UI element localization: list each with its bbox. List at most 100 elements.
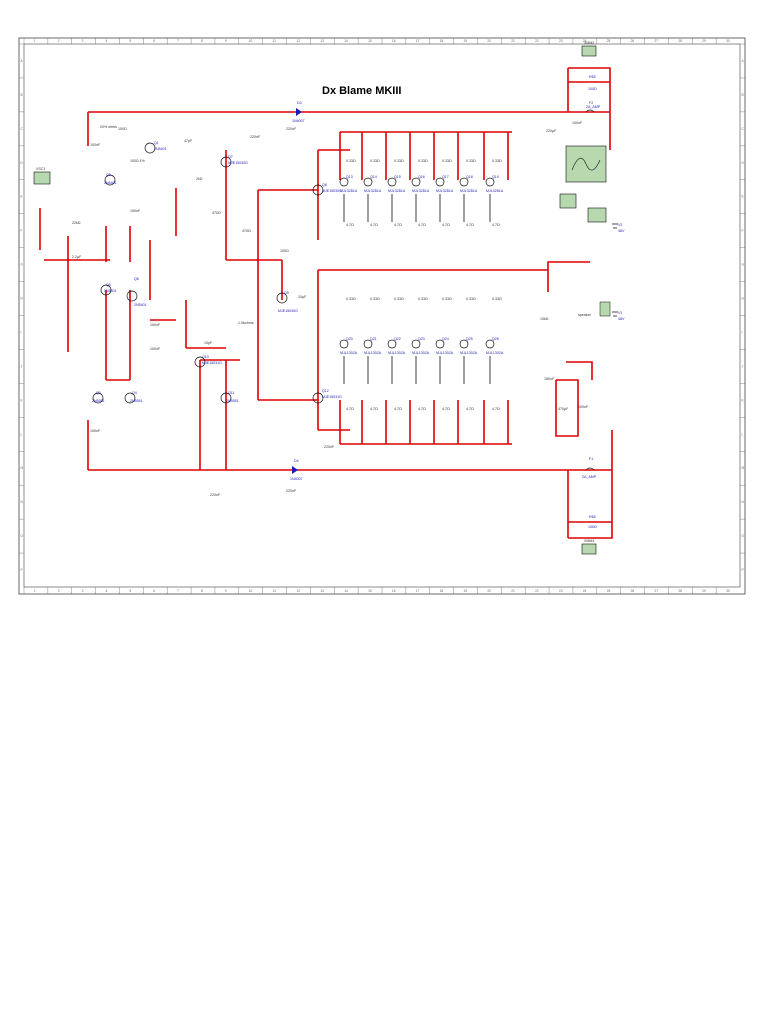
ruler-left-tick: N (21, 500, 24, 504)
svg-text:100nF: 100nF (578, 405, 589, 409)
top-fuse-loop (567, 67, 611, 112)
svg-text:XSC1: XSC1 (36, 167, 45, 171)
pnp-part-4: MJL1302A (436, 351, 454, 355)
ruler-top-tick: 3 (82, 39, 84, 43)
meter-instrument-2 (587, 207, 607, 223)
ruler-left-tick: M (21, 466, 24, 470)
pnp-transistor-4 (435, 339, 445, 349)
transistor-q5: Q5 2N5401 (100, 283, 117, 296)
ruler-right-tick: P (742, 568, 744, 572)
ruler-top-tick: 30 (726, 39, 730, 43)
ruler-left-tick: O (21, 534, 24, 538)
output-bus-bottom (339, 400, 512, 445)
svg-text:XMM4: XMM4 (584, 539, 594, 543)
pnp-part-6: MJL1302A (486, 351, 504, 355)
ruler-top-tick: 17 (416, 39, 420, 43)
ruler-bottom-tick: 26 (631, 589, 635, 593)
ruler-top-tick: 27 (654, 39, 658, 43)
diode-d4: D4 1N4007 (290, 459, 303, 481)
ruler-top-tick: 13 (320, 39, 324, 43)
svg-text:220nF: 220nF (210, 493, 221, 497)
ruler-top-tick: 15 (368, 39, 372, 43)
svg-text:48V: 48V (618, 229, 625, 233)
svg-text:100Ω: 100Ω (280, 249, 289, 253)
ruler-top-tick: 8 (201, 39, 203, 43)
npn-label-6: Q19 (492, 175, 499, 179)
pnp-part-0: MJL1302A (340, 351, 358, 355)
svg-text:XMM2: XMM2 (584, 41, 594, 45)
ruler-bottom-tick: 5 (129, 589, 131, 593)
svg-text:Q9: Q9 (284, 291, 289, 295)
ruler-bottom-tick: 13 (320, 589, 324, 593)
transistor-q9: Q9 MJE15030G (276, 291, 298, 313)
pnp-base-r-0: 4.7Ω (346, 407, 354, 411)
ruler-bottom-tick: 7 (177, 589, 179, 593)
svg-text:100nF: 100nF (90, 143, 101, 147)
svg-text:470µF: 470µF (558, 407, 569, 411)
ruler-bottom-tick: 2 (58, 589, 60, 593)
output-npn-stage: Q13MJL3281A0.33Ω4.7ΩQ14MJL3281A0.33Ω4.7Ω… (339, 159, 504, 227)
ruler-top-tick: 11 (273, 39, 277, 43)
svg-text:220nF: 220nF (286, 489, 297, 493)
fuse-bottom: F1 2A_AMP (582, 457, 597, 479)
ruler-top-tick: 9 (225, 39, 227, 43)
npn-label-4: Q17 (442, 175, 449, 179)
positive-rail (87, 111, 611, 150)
pnp-label-4: Q24 (442, 337, 449, 341)
ruler-bottom-tick: 29 (702, 589, 706, 593)
pnp-base-r-3: 4.7Ω (418, 407, 426, 411)
svg-text:2kΩ: 2kΩ (196, 177, 203, 181)
npn-transistor-3 (411, 177, 421, 187)
ruler-right-tick: N (742, 500, 745, 504)
npn-emitter-r-2: 0.33Ω (394, 159, 404, 163)
svg-text:V2: V2 (618, 223, 622, 227)
pnp-transistor-1 (363, 339, 373, 349)
schematic-title: Dx Blame MKIII (322, 85, 401, 97)
npn-part-3: MJL3281A (412, 189, 430, 193)
ruler-left-tick: P (21, 568, 23, 572)
pnp-base-r-6: 4.7Ω (492, 407, 500, 411)
svg-text:10µF: 10µF (298, 295, 307, 299)
svg-text:2N5401: 2N5401 (134, 303, 147, 307)
svg-text:1N4007: 1N4007 (290, 477, 303, 481)
ruler-right-tick: M (742, 466, 745, 470)
npn-base-r-5: 4.7Ω (466, 223, 474, 227)
npn-emitter-r-6: 0.33Ω (492, 159, 502, 163)
ruler-bottom-tick: 24 (583, 589, 587, 593)
ruler-right-tick: E (742, 195, 744, 199)
fuse-top: F2 2A_AMP (585, 101, 601, 113)
ruler-top-tick: 7 (177, 39, 179, 43)
ruler-top-tick: 28 (678, 39, 682, 43)
svg-text:2A_AMP: 2A_AMP (586, 105, 601, 109)
npn-part-6: MJL3281A (486, 189, 504, 193)
svg-text:MJE15030G: MJE15030G (278, 309, 298, 313)
npn-base-r-0: 4.7Ω (346, 223, 354, 227)
zobel-wires (555, 361, 593, 437)
ruler-right-tick: I (742, 330, 743, 334)
speaker-load: speaker (578, 301, 611, 317)
ruler-bottom-tick: 6 (153, 589, 155, 593)
npn-transistor-4 (435, 177, 445, 187)
ruler-right-tick: F (742, 229, 744, 233)
svg-text:D3: D3 (297, 101, 302, 105)
ruler-right-tick: L (742, 432, 744, 436)
ruler-bottom-tick: 21 (511, 589, 515, 593)
input-connector: XSC1 (33, 167, 51, 185)
npn-transistor-5 (459, 177, 469, 187)
ruler-top-tick: 1 (34, 39, 36, 43)
pnp-base-r-5: 4.7Ω (466, 407, 474, 411)
ruler-left-tick: G (21, 263, 24, 267)
power-rails (39, 67, 613, 539)
sheet-inner-border (23, 43, 741, 588)
npn-label-0: Q13 (346, 175, 353, 179)
negative-rail (87, 420, 613, 471)
svg-text:2N5551: 2N5551 (226, 399, 239, 403)
ruler-top-tick: 5 (129, 39, 131, 43)
ruler-bottom-tick: 8 (201, 589, 203, 593)
pnp-part-1: MJL1302A (364, 351, 382, 355)
pnp-base-r-2: 4.7Ω (394, 407, 402, 411)
svg-text:Q2: Q2 (106, 173, 111, 177)
ruler-top-tick: 29 (702, 39, 706, 43)
